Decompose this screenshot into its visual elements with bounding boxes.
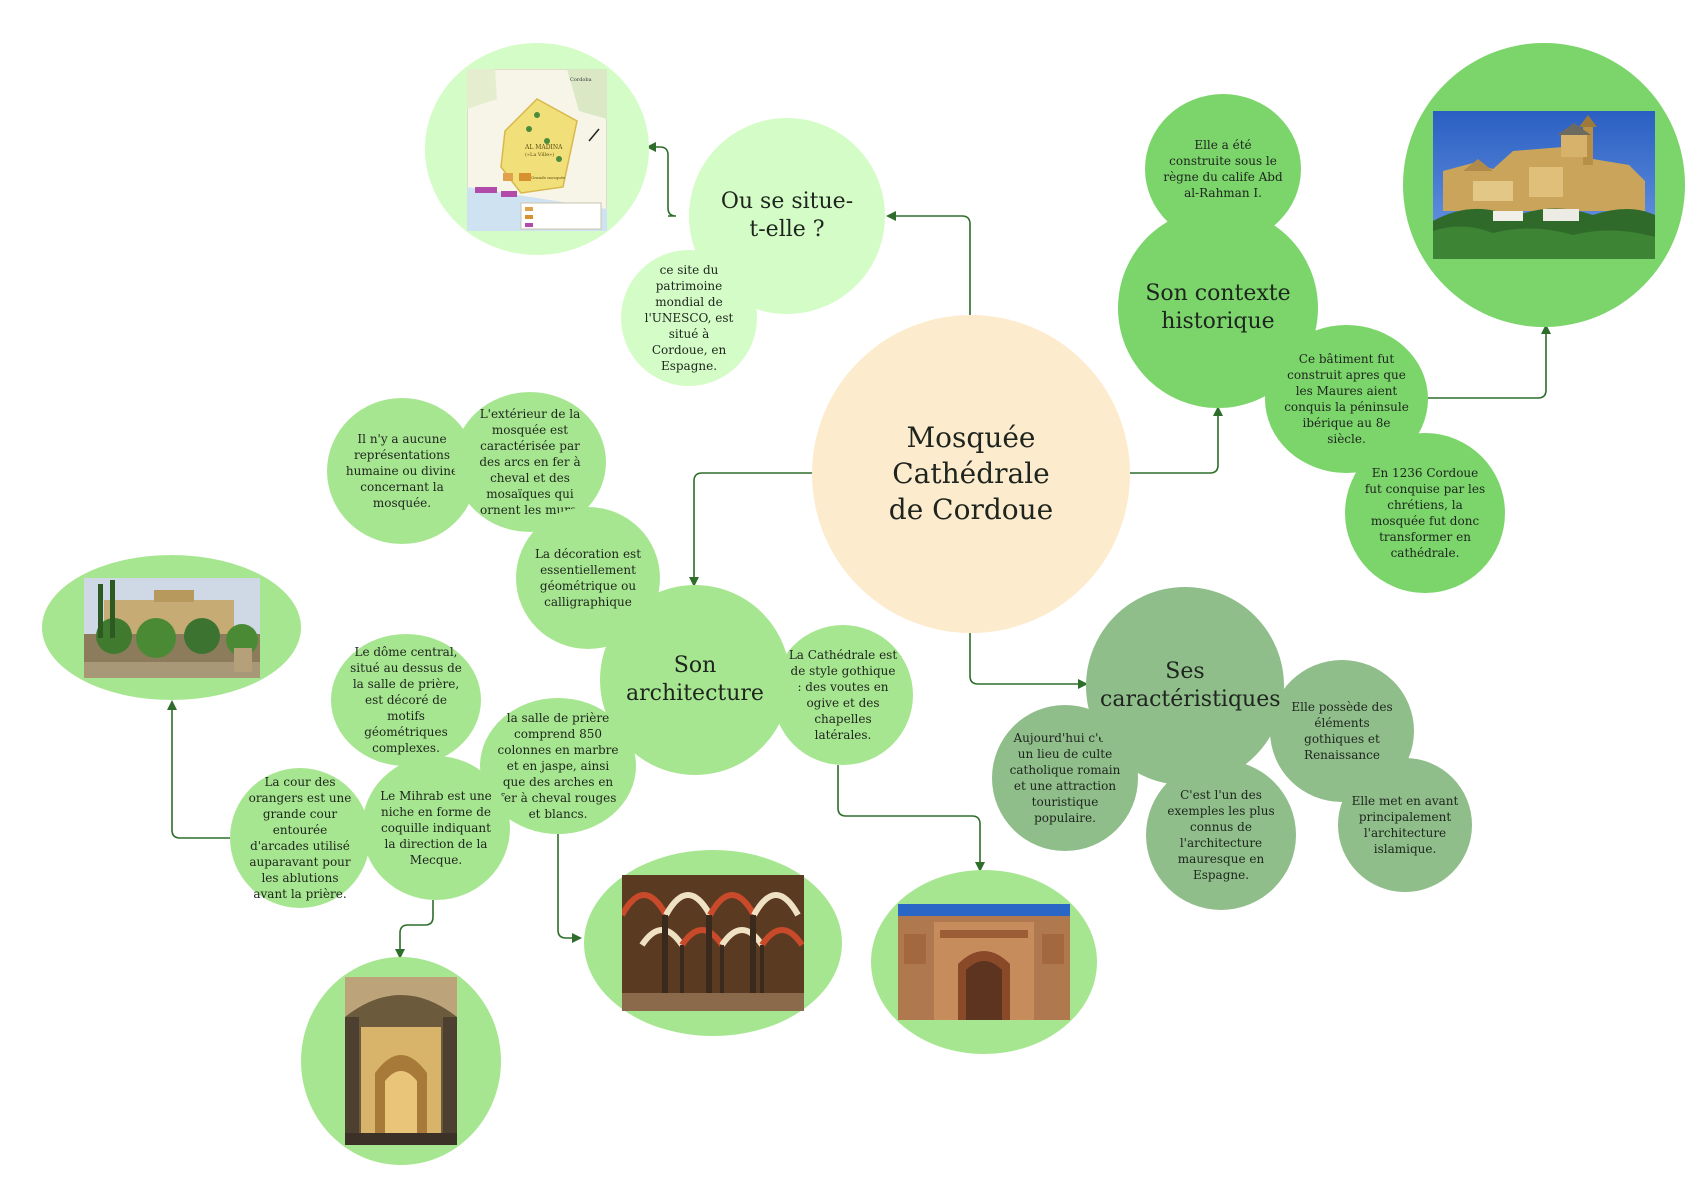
prayer-hall-arches-photo bbox=[622, 875, 804, 1011]
connector-to-history bbox=[1129, 406, 1223, 474]
history-photo-bubble bbox=[1403, 43, 1685, 327]
arch-item-gothic-text: La Cathédrale est de style gothique : de… bbox=[788, 648, 898, 742]
map-label-la-ville: («La Ville») bbox=[525, 151, 554, 158]
feature-item-worship-text: Aujourd'hui c'est un lieu de culte catho… bbox=[1009, 731, 1121, 825]
connector-to-location bbox=[886, 211, 971, 315]
history-item-3[interactable]: En 1236 Cordoue fut conquise par les chr… bbox=[1345, 433, 1505, 593]
arch-item-courtyard[interactable]: La cour des orangers est une grande cour… bbox=[230, 768, 370, 908]
arch-item-mihrab-text: Le Mihrab est une niche en forme de coqu… bbox=[380, 789, 492, 867]
connector-mihrab-to-photo bbox=[395, 900, 434, 959]
connector-to-architecture bbox=[689, 472, 813, 587]
architecture-title: Son architecture bbox=[626, 653, 764, 706]
map-label-grande-mosquee: Grande mosquée bbox=[531, 175, 566, 180]
arch-item-dome[interactable]: Le dôme central, situé au dessus de la s… bbox=[331, 634, 481, 766]
arch-item-mihrab[interactable]: Le Mihrab est une niche en forme de coqu… bbox=[362, 756, 510, 900]
feature-item-islamic[interactable]: Elle met en avant principalement l'archi… bbox=[1338, 758, 1472, 892]
connector-to-features bbox=[969, 633, 1088, 689]
feature-item-moorish-text: C'est l'un des exemples les plus connus … bbox=[1167, 788, 1275, 882]
arch-item-dome-text: Le dôme central, situé au dessus de la s… bbox=[350, 645, 462, 755]
feature-item-moorish[interactable]: C'est l'un des exemples les plus connus … bbox=[1146, 760, 1296, 910]
feature-item-islamic-text: Elle met en avant principalement l'archi… bbox=[1351, 794, 1459, 856]
gothic-facade-photo bbox=[898, 904, 1070, 1020]
features-node[interactable]: Ses caractéristiques bbox=[1086, 587, 1284, 785]
location-title: Ou se situe-t-elle ? bbox=[720, 189, 854, 242]
map-label-cordoba: Cordoba bbox=[570, 77, 592, 83]
courtyard-photo-bubble bbox=[42, 555, 301, 700]
location-node[interactable]: Ou se situe-t-elle ? bbox=[689, 118, 885, 314]
arch-item-decoration-text: La décoration est essentiellement géomét… bbox=[534, 547, 642, 609]
arch-item-exterior[interactable]: L'extérieur de la mosquée est caractéris… bbox=[454, 392, 606, 532]
arch-item-courtyard-text: La cour des orangers est une grande cour… bbox=[248, 775, 352, 901]
connector-gothic-to-facade bbox=[837, 765, 985, 872]
map-bubble: AL MADINA («La Ville») Grande mosquée Co… bbox=[425, 43, 649, 255]
connector-courtyard-to-photo bbox=[167, 700, 236, 839]
connector-location-to-map bbox=[646, 142, 677, 217]
facade-photo-bubble bbox=[871, 870, 1097, 1054]
history-item-1-text: Elle a été construite sous le règne du c… bbox=[1163, 138, 1283, 200]
mihrab-photo bbox=[345, 977, 457, 1145]
map-label-almadina: AL MADINA bbox=[524, 144, 563, 151]
history-item-3-text: En 1236 Cordoue fut conquise par les chr… bbox=[1364, 466, 1486, 560]
map-image: AL MADINA («La Ville») Grande mosquée Co… bbox=[467, 69, 607, 231]
history-item-2-text: Ce bâtiment fut construit apres que les … bbox=[1284, 352, 1409, 446]
mihrab-photo-bubble bbox=[301, 957, 501, 1165]
arches-photo-bubble bbox=[584, 850, 842, 1036]
history-item-1[interactable]: Elle a été construite sous le règne du c… bbox=[1145, 94, 1301, 244]
location-detail[interactable]: ce site du patrimoine mondial de l'UNESC… bbox=[621, 250, 757, 386]
arch-item-exterior-text: L'extérieur de la mosquée est caractéris… bbox=[479, 407, 581, 517]
cathedral-panorama-photo bbox=[1433, 111, 1655, 259]
features-title: Ses caractéristiques bbox=[1100, 659, 1281, 712]
arch-item-no-figures-text: Il n'y a aucune représentations humaine … bbox=[345, 432, 459, 510]
arch-item-no-figures[interactable]: Il n'y a aucune représentations humaine … bbox=[327, 398, 477, 544]
connector-prayerhall-to-arches bbox=[557, 834, 582, 943]
feature-item-gothic-renaissance-text: Elle possède des éléments gothiques et R… bbox=[1291, 700, 1393, 762]
history-item-2[interactable]: Ce bâtiment fut construit apres que les … bbox=[1265, 325, 1428, 473]
arch-item-prayer-hall-text: la salle de prière comprend 850 colonnes… bbox=[497, 711, 619, 821]
history-title: Son contexte historique bbox=[1145, 281, 1291, 334]
center-title: Mosquée Cathédrale de Cordoue bbox=[888, 421, 1054, 526]
courtyard-of-oranges-photo bbox=[83, 577, 260, 678]
location-detail-text: ce site du patrimoine mondial de l'UNESC… bbox=[644, 263, 734, 373]
arch-item-gothic[interactable]: La Cathédrale est de style gothique : de… bbox=[773, 625, 913, 765]
connector-history-to-photo bbox=[1428, 324, 1551, 399]
center-node[interactable]: Mosquée Cathédrale de Cordoue bbox=[812, 315, 1130, 633]
